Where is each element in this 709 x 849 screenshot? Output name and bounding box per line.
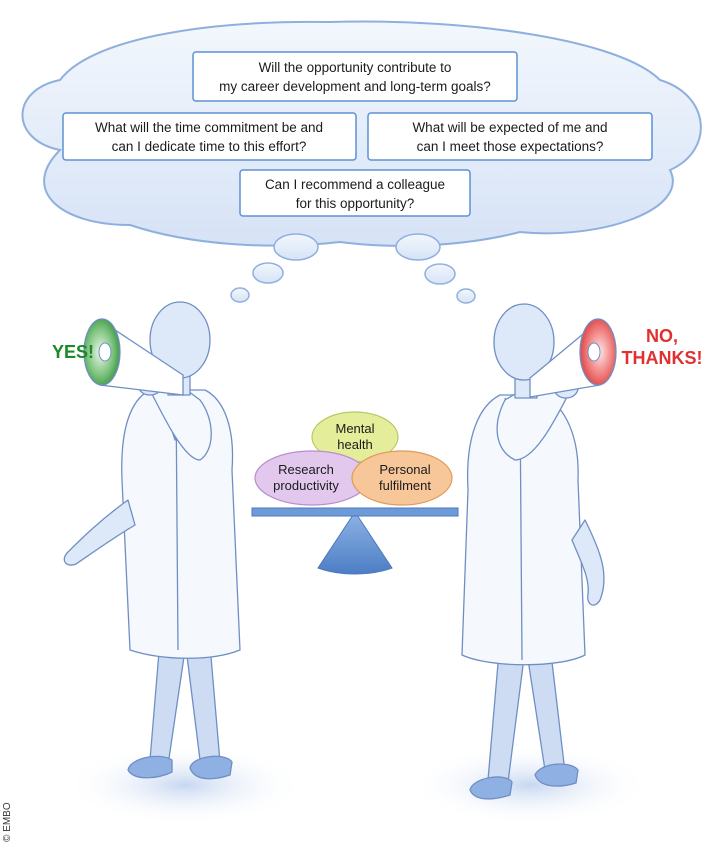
bubble-personal-fulfilment: Personal fulfilment bbox=[351, 450, 453, 506]
question-expectations-line2: can I meet those expectations? bbox=[417, 139, 604, 154]
personal-line2: fulfilment bbox=[379, 478, 431, 493]
mental-health-line2: health bbox=[337, 437, 372, 452]
yes-shout: YES! bbox=[52, 342, 94, 362]
question-career: Will the opportunity contribute to my ca… bbox=[192, 51, 518, 102]
no-thanks-shout-line1: NO, bbox=[646, 326, 678, 346]
personal-line1: Personal bbox=[379, 462, 430, 477]
question-time: What will the time commitment be and can… bbox=[62, 112, 357, 161]
question-colleague-line1: Can I recommend a colleague bbox=[265, 177, 445, 192]
scale-fulcrum bbox=[317, 511, 393, 575]
question-colleague: Can I recommend a colleague for this opp… bbox=[239, 169, 471, 217]
question-career-line1: Will the opportunity contribute to bbox=[259, 60, 452, 75]
question-colleague-line2: for this opportunity? bbox=[296, 196, 415, 211]
thought-bubbles-right bbox=[395, 233, 476, 304]
left-floor-shadow bbox=[65, 745, 305, 825]
research-line2: productivity bbox=[273, 478, 339, 493]
no-thanks-shout-line2: THANKS! bbox=[622, 348, 703, 368]
balance-scale bbox=[251, 507, 459, 575]
question-time-line2: can I dedicate time to this effort? bbox=[112, 139, 307, 154]
mental-health-line1: Mental bbox=[335, 421, 374, 436]
question-expectations-line1: What will be expected of me and bbox=[412, 120, 607, 135]
research-line1: Research bbox=[278, 462, 334, 477]
thought-bubbles-left bbox=[230, 233, 319, 303]
bubble-mental-health: Mental health bbox=[311, 411, 399, 463]
right-floor-shadow bbox=[410, 745, 650, 825]
scale-beam bbox=[251, 507, 459, 517]
right-megaphone bbox=[529, 318, 617, 398]
question-career-line2: my career development and long-term goal… bbox=[219, 79, 491, 94]
copyright-credit: © EMBO bbox=[2, 802, 13, 842]
left-megaphone bbox=[83, 318, 184, 396]
question-time-line1: What will the time commitment be and bbox=[95, 120, 323, 135]
question-expectations: What will be expected of me and can I me… bbox=[367, 112, 653, 161]
